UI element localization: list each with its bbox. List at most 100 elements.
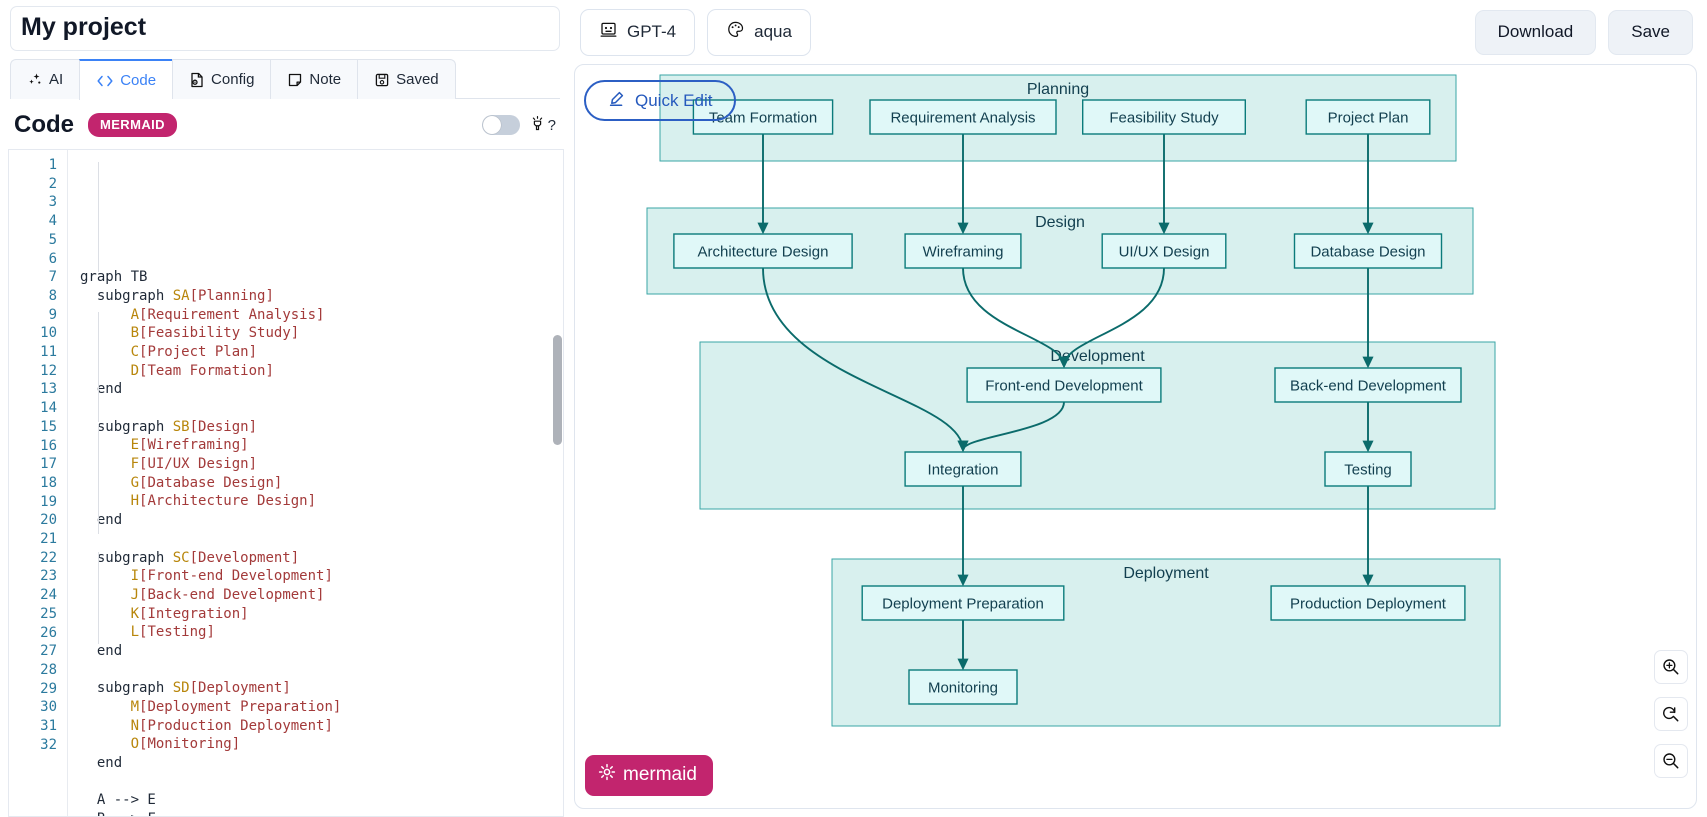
tab-saved[interactable]: Saved [357,59,456,99]
code-line[interactable]: end [80,512,123,529]
code-line[interactable]: subgraph SB[Design] [80,418,258,435]
node-label: Monitoring [928,680,998,697]
node-I[interactable]: Front-end Development [966,367,1162,403]
node-label: Deployment Preparation [882,596,1044,613]
code-line[interactable]: subgraph SC[Development] [80,549,300,566]
code-line[interactable]: subgraph SD[Deployment] [80,680,291,697]
node-O[interactable]: Monitoring [908,669,1018,705]
node-L[interactable]: Testing [1324,451,1412,487]
download-button[interactable]: Download [1474,9,1597,55]
floppy-disk-icon [374,72,390,88]
line-number: 18 [40,474,57,491]
node-C[interactable]: Project Plan [1305,99,1431,135]
zoom-out-icon[interactable] [1654,744,1688,778]
code-line[interactable]: D[Team Formation] [130,362,274,379]
code-line[interactable]: L[Testing] [130,624,215,641]
line-number: 24 [40,587,57,604]
node-N[interactable]: Production Deployment [1270,585,1466,621]
editor-vertical-scrollbar[interactable] [553,335,562,445]
line-number: 26 [40,624,57,641]
indent-guide [98,552,99,644]
node-K[interactable]: Integration [904,451,1022,487]
code-line[interactable]: end [80,381,123,398]
code-line[interactable] [80,773,563,792]
code-line[interactable]: I[Front-end Development] [130,568,333,585]
help-control[interactable]: ? [530,115,556,136]
node-G[interactable]: Database Design [1293,233,1443,269]
edge-E-I [962,267,1070,369]
tab-note[interactable]: Note [270,59,358,99]
line-number: 32 [40,736,57,753]
save-button[interactable]: Save [1608,9,1693,55]
zoom-in-icon[interactable] [1654,650,1688,684]
line-number: 31 [40,718,57,735]
reset-icon[interactable] [1654,697,1688,731]
node-label: Front-end Development [985,378,1143,395]
code-line[interactable] [80,399,563,418]
tab-code[interactable]: Code [79,59,173,100]
code-line[interactable]: E[Wireframing] [130,437,249,454]
code-line[interactable]: F[UI/UX Design] [130,456,258,473]
code-line[interactable]: M[Deployment Preparation] [130,699,342,716]
quick-edit-label: Quick Edit [635,90,713,110]
code-line[interactable]: end [80,755,123,772]
code-line[interactable]: K[Integration] [130,605,249,622]
quick-edit-button[interactable]: Quick Edit [584,80,737,121]
cluster-label: Planning [1027,81,1089,98]
line-number: 8 [48,287,57,304]
mermaid-watermark-badge[interactable]: mermaid [585,755,713,796]
line-number: 4 [48,213,57,230]
node-label: Production Deployment [1290,596,1447,613]
node-F[interactable]: UI/UX Design [1101,233,1227,269]
node-E[interactable]: Wireframing [904,233,1022,269]
project-title-input[interactable] [10,6,560,51]
node-box [673,233,853,269]
code-line[interactable]: J[Back-end Development] [130,586,325,603]
code-line[interactable]: end [80,642,123,659]
mermaid-language-badge: MERMAID [88,113,177,137]
line-number: 14 [40,400,57,417]
code-header-controls: ? [481,115,556,136]
node-H[interactable]: Architecture Design [673,233,853,269]
code-line[interactable] [80,530,563,549]
code-line[interactable] [80,661,563,680]
code-line[interactable]: G[Database Design] [130,474,283,491]
code-line[interactable]: C[Project Plan] [130,343,258,360]
model-selector-chip[interactable]: GPT-4 [580,8,696,56]
code-text-area[interactable]: graph TB subgraph SA[Planning] A[Require… [67,150,563,816]
tab-config[interactable]: Config [172,59,271,99]
tab-ai[interactable]: AI [10,59,80,99]
highlighter-icon [530,115,545,136]
model-chip-label: GPT-4 [627,22,677,41]
tab-label: Note [309,71,342,88]
node-J[interactable]: Back-end Development [1274,367,1462,403]
cluster-label: Design [1035,214,1085,231]
cluster-label: Deployment [1123,565,1209,582]
code-line[interactable]: B --> F [80,810,563,816]
edge-F-I [1058,267,1165,369]
code-line[interactable]: graph TB [80,269,148,286]
wrap-lines-toggle[interactable] [481,115,520,135]
tab-label: AI [49,71,64,88]
node-M[interactable]: Deployment Preparation [861,585,1065,621]
theme-selector-chip[interactable]: aqua [707,8,811,56]
node-label: Architecture Design [698,244,829,261]
code-line[interactable]: subgraph SA[Planning] [80,287,274,304]
node-label: Integration [928,462,999,479]
node-B[interactable]: Feasibility Study [1082,99,1247,135]
tab-label: Config [211,71,255,88]
code-line[interactable]: H[Architecture Design] [130,493,317,510]
pencil-icon [608,90,625,112]
code-line[interactable]: N[Production Deployment] [130,717,333,734]
line-number: 5 [48,231,57,248]
code-line[interactable]: O[Monitoring] [130,736,241,753]
node-A[interactable]: Requirement Analysis [869,99,1057,135]
code-line[interactable]: A --> E [80,792,156,809]
code-line[interactable]: A[Requirement Analysis] [130,306,325,323]
node-box [966,367,1162,403]
code-line[interactable]: B[Feasibility Study] [130,325,300,342]
